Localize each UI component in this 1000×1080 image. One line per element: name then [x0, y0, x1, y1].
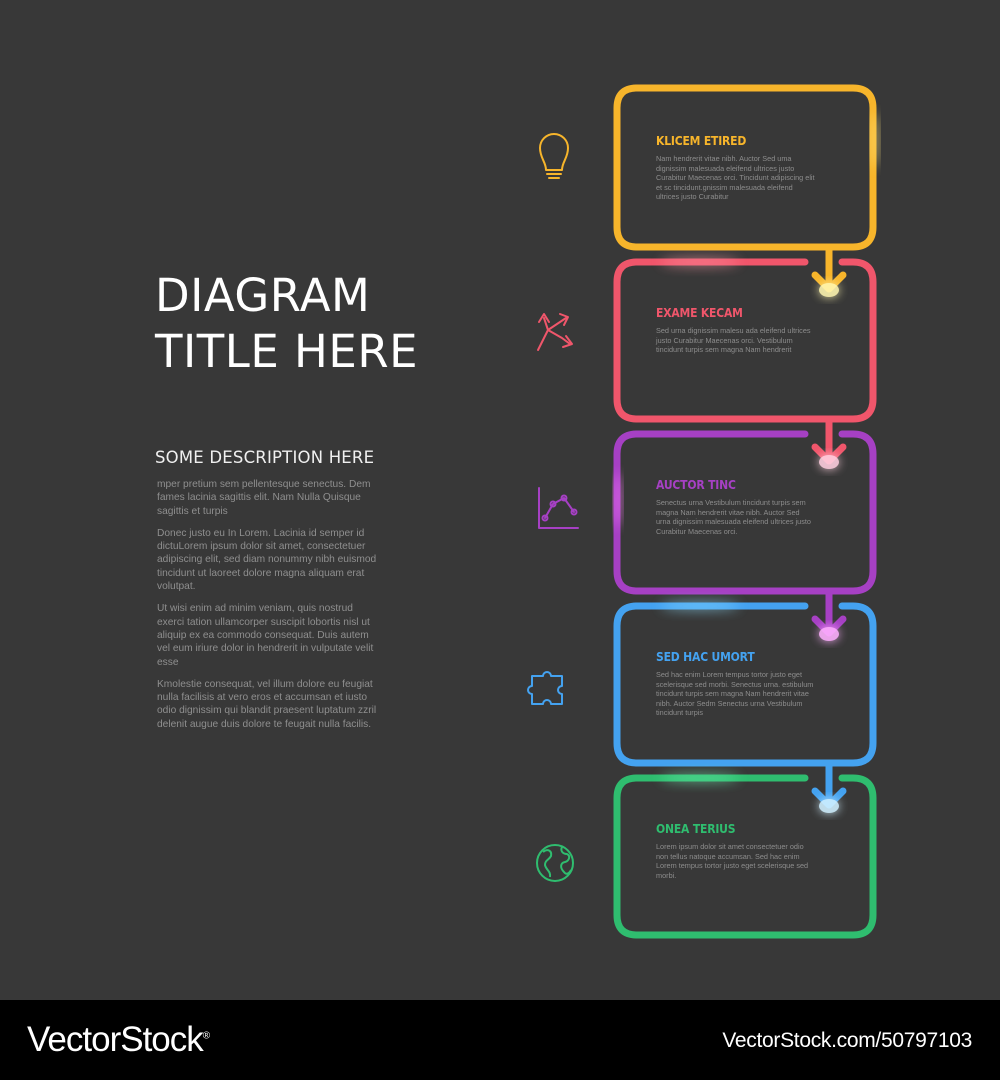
step-box-2-right [825, 258, 877, 423]
step-2: EXAME KECAM Sed urna dignissim malesu ad… [656, 306, 816, 355]
step-body: Senectus urna Vestibulum tincidunt turpi… [656, 498, 811, 536]
step-4: SED HAC UMORT Sed hac enim Lorem tempus … [656, 650, 816, 718]
puzzle-icon [527, 671, 563, 705]
step-body: Sed hac enim Lorem tempus tortor justo e… [656, 670, 814, 718]
globe-icon [536, 844, 574, 882]
watermark-brand-text: VectorStock [27, 1020, 204, 1059]
title-line-1: DIAGRAM [155, 269, 371, 322]
step-3: AUCTOR TINC Senectus urna Vestibulum tin… [656, 478, 816, 536]
step-title: SED HAC UMORT [656, 650, 755, 664]
split-arrows-icon [537, 313, 573, 351]
step-body: Lorem ipsum dolor sit amet consectetuer … [656, 842, 809, 880]
diagram-title: DIAGRAM TITLE HERE [155, 268, 418, 380]
title-line-2: TITLE HERE [155, 325, 419, 378]
step-box-1-right [633, 84, 877, 251]
step-box-3 [613, 430, 833, 632]
step-5: ONEA TERIUS Lorem ipsum dolor sit amet c… [656, 822, 816, 880]
step-box-2 [613, 258, 833, 460]
description-paragraph: Ut wisi enim ad minim veniam, quis nostr… [157, 603, 374, 668]
step-box-3-right [825, 430, 877, 595]
lightbulb-icon [539, 133, 569, 179]
step-title: KLICEM ETIRED [656, 134, 747, 148]
registered-mark: ® [202, 1030, 210, 1042]
description-paragraph: Donec justo eu In Lorem. Lacinia id semp… [157, 527, 377, 593]
step-title: AUCTOR TINC [656, 478, 736, 492]
step-title: EXAME KECAM [656, 306, 743, 320]
step-box-5 [613, 774, 877, 939]
description-text: mper pretium sem pellentesque senectus. … [157, 478, 382, 740]
description-paragraph: mper pretium sem pellentesque senectus. … [157, 479, 371, 517]
watermark-url: VectorStock.com/50797103 [722, 1029, 972, 1052]
glow-effects [615, 112, 878, 813]
diagram-canvas: DIAGRAM TITLE HERE SOME DESCRIPTION HERE… [155, 84, 878, 939]
chart-icon [538, 487, 579, 529]
step-box-4-right [825, 602, 877, 767]
step-box-4 [613, 602, 833, 804]
step-body: Nam hendrerit vitae nibh. Auctor Sed uma… [656, 154, 815, 202]
step-body: Sed urna dignissim malesu ada eleifend u… [656, 326, 811, 355]
step-title: ONEA TERIUS [656, 822, 736, 836]
process-flow-graphic [527, 84, 878, 939]
description-paragraph: Kmolestie consequat, vel illum dolore eu… [157, 678, 377, 730]
step-1: KLICEM ETIRED Nam hendrerit vitae nibh. … [656, 134, 816, 202]
watermark-bar: VectorStock® VectorStock.com/50797103 [0, 1000, 1000, 1080]
step-box-1 [613, 84, 833, 288]
description-heading: SOME DESCRIPTION HERE [155, 448, 375, 467]
watermark-brand: VectorStock® [27, 1020, 210, 1060]
